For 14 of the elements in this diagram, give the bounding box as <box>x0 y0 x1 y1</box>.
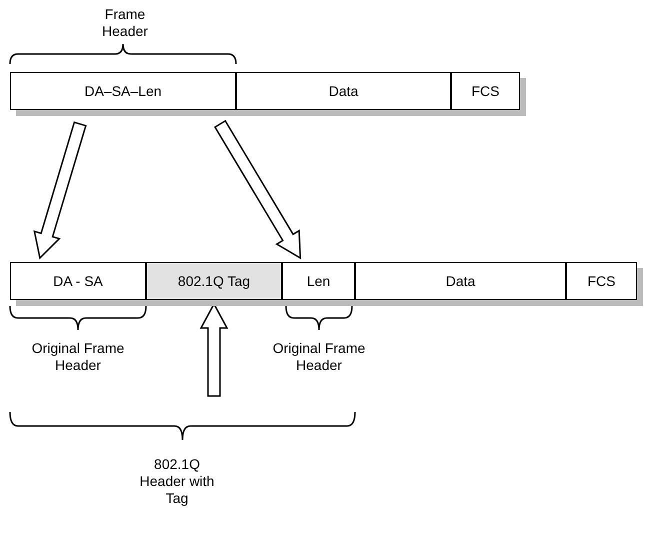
frame-field: 802.1Q Tag <box>146 262 282 300</box>
bracket-label: 802.1Q Header with Tag <box>138 456 216 507</box>
frame-field: FCS <box>566 262 637 300</box>
frame-field: Data <box>236 72 451 110</box>
frame-field: DA–SA–Len <box>10 72 236 110</box>
hollow-arrow <box>214 120 302 260</box>
frame-field: Len <box>282 262 355 300</box>
frame-field: Data <box>355 262 566 300</box>
bracket-label: Original Frame Header <box>30 340 126 374</box>
bracket-label: Frame Header <box>101 6 149 40</box>
frame-field: FCS <box>451 72 520 110</box>
hollow-arrow <box>33 121 87 260</box>
bracket-label: Original Frame Header <box>272 340 366 374</box>
frame-field: DA - SA <box>10 262 146 300</box>
